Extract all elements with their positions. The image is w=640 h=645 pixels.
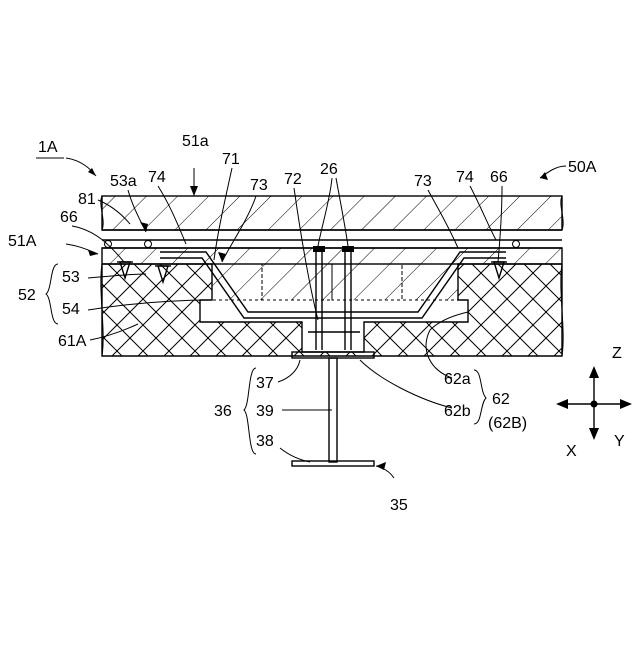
label-51A: 51A — [8, 233, 37, 250]
label-74-right: 74 — [456, 169, 474, 186]
label-73-right: 73 — [414, 173, 432, 190]
interlayer — [102, 230, 562, 248]
label-53: 53 — [62, 269, 80, 286]
label-66-right: 66 — [490, 169, 508, 186]
label-37: 37 — [256, 375, 274, 392]
label-62: 62 — [492, 391, 510, 408]
label-62b: 62b — [444, 403, 471, 420]
label-62a: 62a — [444, 371, 471, 388]
figure-ref-label: 1A — [38, 139, 58, 156]
label-73-left: 73 — [250, 177, 268, 194]
label-50A: 50A — [568, 159, 597, 176]
label-36: 36 — [214, 403, 232, 420]
label-51a: 51a — [182, 133, 209, 150]
label-66-left: 66 — [60, 209, 78, 226]
label-52: 52 — [18, 287, 36, 304]
axis-indicator — [556, 366, 632, 440]
top-slab — [101, 196, 563, 230]
label-35: 35 — [390, 497, 408, 514]
axis-label-y: Y — [614, 433, 625, 450]
axis-label-z: Z — [612, 345, 622, 362]
label-54: 54 — [62, 301, 80, 318]
label-81: 81 — [78, 191, 96, 208]
label-74-left: 74 — [148, 169, 166, 186]
label-71: 71 — [222, 151, 240, 168]
label-72: 72 — [284, 171, 302, 188]
label-53a: 53a — [110, 173, 137, 190]
axis-label-x: X — [566, 443, 577, 460]
label-62B: (62B) — [488, 415, 527, 432]
i-beam — [292, 352, 374, 466]
label-26: 26 — [320, 161, 338, 178]
label-61A: 61A — [58, 333, 87, 350]
label-38: 38 — [256, 433, 274, 450]
label-39: 39 — [256, 403, 274, 420]
